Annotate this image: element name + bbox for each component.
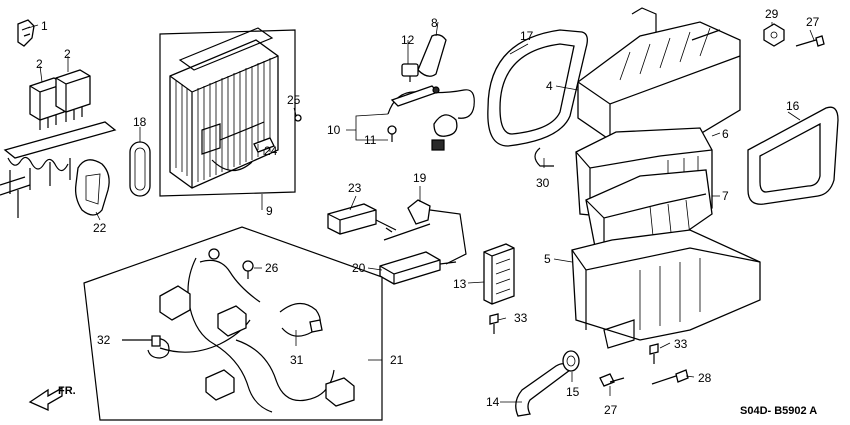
- expansion-valve-part: [253, 114, 302, 153]
- clamp-band-part: [279, 302, 323, 337]
- callout-7: 7: [722, 189, 729, 203]
- callout-28: 28: [698, 371, 712, 385]
- connector-block-part: [327, 203, 397, 235]
- callout-13: 13: [453, 277, 467, 291]
- callout-30: 30: [536, 176, 550, 190]
- callout-9: 9: [266, 204, 273, 218]
- screw-part-27b: [599, 373, 625, 387]
- callout-19: 19: [413, 171, 427, 185]
- seal-part: [74, 159, 110, 216]
- callout-17: 17: [520, 29, 534, 43]
- callout-12: 12: [401, 33, 415, 47]
- leader-lines: [27, 21, 815, 403]
- relay-part-right: [55, 69, 91, 122]
- callout-1: 1: [41, 19, 48, 33]
- callout-4: 4: [546, 79, 553, 93]
- screw-part-33a: [489, 313, 499, 334]
- nut-part: [763, 23, 785, 47]
- callout-33a: 33: [514, 311, 528, 325]
- callout-21: 21: [390, 353, 404, 367]
- callout-11: 11: [364, 133, 377, 147]
- temp-sensor-part: [383, 199, 467, 265]
- screw-part-28: [651, 369, 689, 385]
- callout-24: 24: [264, 144, 278, 158]
- cable-tie-part: [122, 335, 170, 359]
- callout-25: 25: [287, 93, 301, 107]
- callout-33b: 33: [674, 337, 688, 351]
- grommet-part: [129, 141, 151, 197]
- callout-23: 23: [348, 181, 362, 195]
- screw-part-top: [795, 35, 825, 47]
- connector-holder-part: [483, 243, 515, 305]
- wire-harness-part: [159, 248, 355, 413]
- callout-29: 29: [765, 7, 779, 21]
- callout-22: 22: [93, 221, 107, 235]
- sensor-housing-part: [379, 251, 457, 285]
- connector-clip-part: [17, 19, 35, 47]
- sensor-plug-part: [401, 63, 419, 82]
- callout-14: 14: [486, 395, 500, 409]
- callout-2a: 2: [36, 57, 43, 71]
- callout-18: 18: [133, 115, 147, 129]
- drain-hose-part: [515, 363, 571, 417]
- callout-20: 20: [352, 261, 366, 275]
- callout-10: 10: [327, 123, 341, 137]
- callout-15: 15: [566, 385, 580, 399]
- relay-bracket: [0, 121, 117, 218]
- callout-27b: 27: [604, 403, 618, 417]
- harness-frame: [83, 226, 383, 421]
- callout-8: 8: [431, 16, 438, 30]
- front-direction-label: FR.: [58, 385, 76, 397]
- drain-grommet-part: [562, 350, 580, 372]
- bolt-part: [242, 260, 254, 279]
- upper-case-part: [577, 7, 741, 141]
- blower-case-part: [571, 229, 761, 349]
- callout-5: 5: [544, 252, 551, 266]
- thermostat-part: [387, 85, 475, 151]
- screw-part-33b: [649, 343, 659, 364]
- callout-27a: 27: [806, 15, 820, 29]
- callout-6: 6: [722, 127, 729, 141]
- clip-part: [534, 147, 554, 167]
- evaporator-core-part: [169, 27, 279, 189]
- callout-32: 32: [97, 333, 111, 347]
- diagram-code: S04D- B5902 A: [740, 405, 817, 417]
- seal-frame-17-part: [487, 29, 588, 147]
- front-direction-arrow: [28, 386, 63, 412]
- seal-frame-16-part: [747, 106, 839, 205]
- callout-26: 26: [265, 261, 279, 275]
- insulator-sleeve-part: [417, 34, 447, 77]
- callout-2b: 2: [64, 47, 71, 61]
- callout-31: 31: [290, 353, 304, 367]
- callout-16: 16: [786, 99, 800, 113]
